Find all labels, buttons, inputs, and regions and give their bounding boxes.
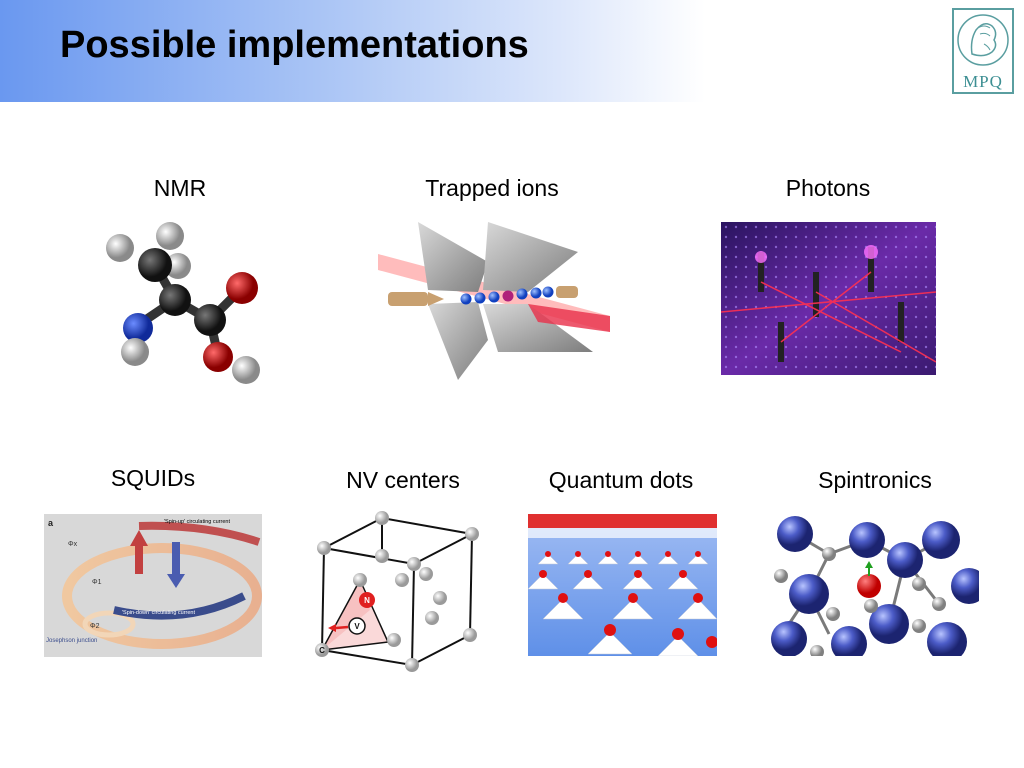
squid-spin-down-text: 'Spin-down' circulating current <box>122 610 195 616</box>
label-quantum-dots: Quantum dots <box>548 467 694 493</box>
label-nmr: NMR <box>153 175 207 201</box>
nv-v-label: V <box>354 622 360 631</box>
quantum-dots-figure <box>528 514 717 656</box>
molecule-icon <box>106 222 260 384</box>
ion-trap-icon <box>378 222 610 380</box>
logo-text: MPQ <box>963 72 1003 91</box>
optical-table-icon <box>721 222 936 375</box>
nv-n-label: N <box>364 596 370 605</box>
mpq-logo: MPQ <box>952 8 1014 94</box>
squid-junction-text: Josephson junction <box>46 638 97 644</box>
label-trapped-ions: Trapped ions <box>425 175 559 201</box>
title-bar <box>0 0 705 102</box>
squid-spin-up-text: 'Spin-up' circulating current <box>164 519 230 525</box>
spintronics-figure <box>769 514 979 656</box>
squid-phi-2: Φ2 <box>90 623 100 630</box>
photons-figure <box>721 222 936 375</box>
minerva-head-icon <box>957 14 1009 66</box>
slide-title: Possible implementations <box>60 24 529 66</box>
nv-centers-figure: N V C <box>312 510 492 675</box>
label-squids: SQUIDs <box>110 465 196 491</box>
crystal-lattice-icon <box>771 516 979 656</box>
label-photons: Photons <box>785 175 871 201</box>
nv-c-label: C <box>319 646 325 655</box>
nmr-figure <box>100 220 265 390</box>
trapped-ions-figure <box>378 222 610 380</box>
label-nv-centers: NV centers <box>346 467 460 493</box>
squid-phi-1: Φ1 <box>92 579 102 586</box>
diamond-lattice-icon: N V C <box>315 511 479 672</box>
squids-figure: a 'Spin-up' circulating current 'Spin-do… <box>44 514 262 657</box>
squid-panel-letter: a <box>48 518 54 528</box>
squid-ring-icon: a 'Spin-up' circulating current 'Spin-do… <box>46 518 262 649</box>
squid-phi-x: Φx <box>68 541 78 548</box>
quantum-dot-array-icon <box>528 514 717 656</box>
label-spintronics: Spintronics <box>818 467 932 493</box>
